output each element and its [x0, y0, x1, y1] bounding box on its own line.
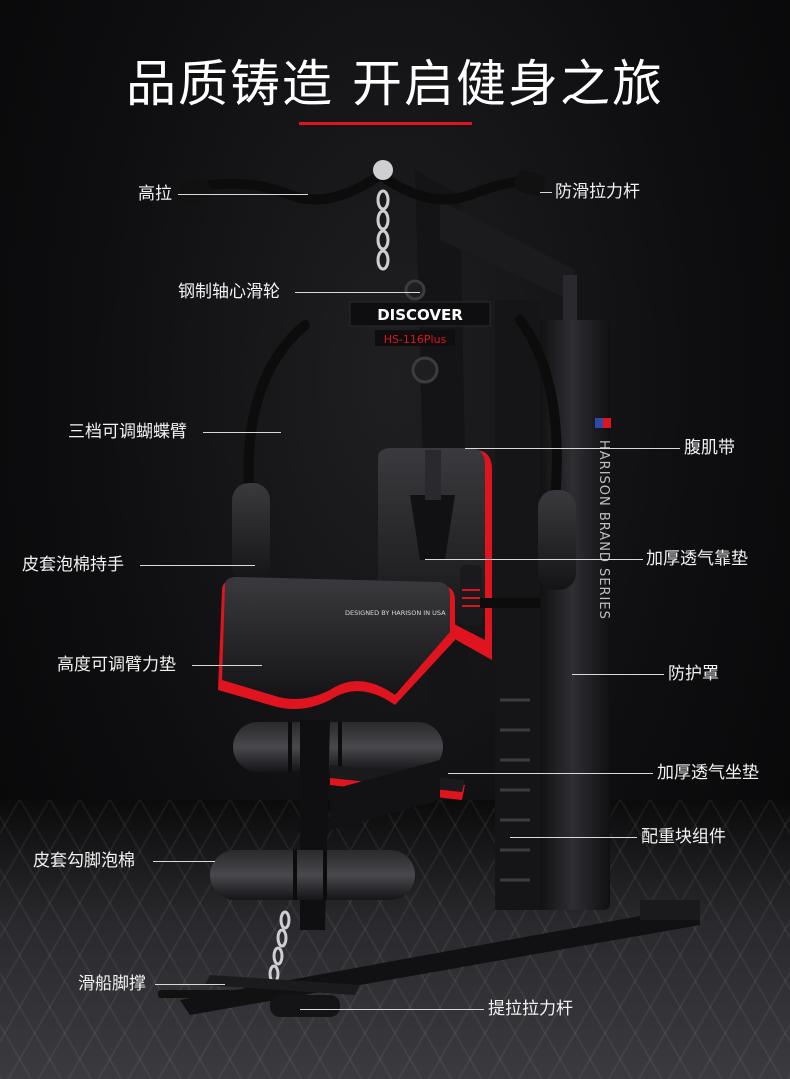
- leader-back-pad: [425, 559, 643, 560]
- model-plate: [375, 330, 455, 346]
- headline: 品质铸造 开启健身之旅: [126, 55, 664, 113]
- leader-weight-stack: [510, 837, 637, 838]
- foot-foam-roller: [210, 850, 415, 900]
- label-guard: 防护罩: [668, 664, 719, 684]
- leader-butterfly-arm: [203, 432, 281, 433]
- leader-leather-handle: [140, 565, 255, 566]
- brand-plate: [349, 301, 491, 327]
- label-antislip-bar: 防滑拉力杆: [555, 182, 640, 202]
- rowing-brace: [205, 975, 360, 995]
- lift-bar-grip: [270, 995, 340, 1017]
- grip-handle: [460, 565, 482, 625]
- label-high-pull: 高拉: [138, 184, 172, 204]
- floor-texture: [0, 800, 790, 1079]
- high-pull-bar: [180, 168, 545, 205]
- leader-antislip-bar: [540, 192, 552, 193]
- label-weight-stack: 配重块组件: [641, 827, 726, 847]
- label-leather-handle: 皮套泡棉持手: [22, 555, 124, 575]
- top-boom: [440, 200, 575, 300]
- label-butterfly-arm: 三档可调蝴蝶臂: [68, 422, 187, 442]
- tower-stripe-red: [603, 418, 611, 428]
- butterfly-arm-right: [515, 315, 562, 505]
- leader-lift-bar: [300, 1009, 484, 1010]
- leader-foot-foam: [153, 861, 215, 862]
- butterfly-arm-left: [243, 320, 310, 505]
- leather-handle-right: [538, 490, 576, 590]
- title-underline: [299, 122, 472, 125]
- top-post: [563, 275, 577, 320]
- ab-strap-band: [425, 450, 441, 500]
- grip-rod: [480, 598, 540, 608]
- leader-seat-pad: [448, 773, 653, 774]
- steel-pulley-top: [404, 279, 426, 301]
- leg-frame: [330, 760, 440, 830]
- chain: [376, 189, 390, 271]
- leader-ab-strap: [465, 448, 680, 449]
- leader-arm-pad: [192, 665, 262, 666]
- lift-bar: [158, 990, 288, 998]
- model-plate-text: HS-116Plus: [384, 333, 447, 346]
- high-pull-grip-left: [179, 178, 211, 204]
- steel-pulley: [411, 356, 439, 384]
- tower-print: HARISON BRAND SERIES: [596, 440, 611, 620]
- label-seat-pad: 加厚透气坐垫: [657, 763, 759, 783]
- label-arm-pad: 高度可调臂力垫: [57, 655, 176, 675]
- ab-strap: [410, 495, 455, 560]
- label-rowing-brace: 滑船脚撑: [78, 974, 146, 994]
- base-frame: [180, 905, 700, 1015]
- label-steel-pulley: 钢制轴心滑轮: [178, 282, 280, 302]
- label-ab-strap: 腹肌带: [684, 438, 735, 458]
- chain-clip: [373, 160, 393, 180]
- label-lift-bar: 提拉拉力杆: [488, 999, 573, 1019]
- high-pull-grip-right: [514, 170, 546, 196]
- arm-pad: [222, 577, 450, 699]
- seat-print: DESIGNED BY HARISON IN USA: [345, 609, 446, 617]
- leader-guard: [572, 674, 664, 675]
- base-foot: [640, 900, 700, 920]
- bottom-chain: [268, 910, 291, 984]
- leader-high-pull: [178, 194, 308, 195]
- label-foot-foam: 皮套勾脚泡棉: [33, 851, 135, 871]
- brand-plate-text: DISCOVER: [377, 306, 463, 324]
- leader-rowing-brace: [155, 984, 225, 985]
- tower-stripe-blue: [595, 418, 603, 428]
- leader-steel-pulley: [295, 292, 420, 293]
- leather-handle-left: [232, 483, 270, 583]
- label-back-pad: 加厚透气靠垫: [646, 549, 748, 569]
